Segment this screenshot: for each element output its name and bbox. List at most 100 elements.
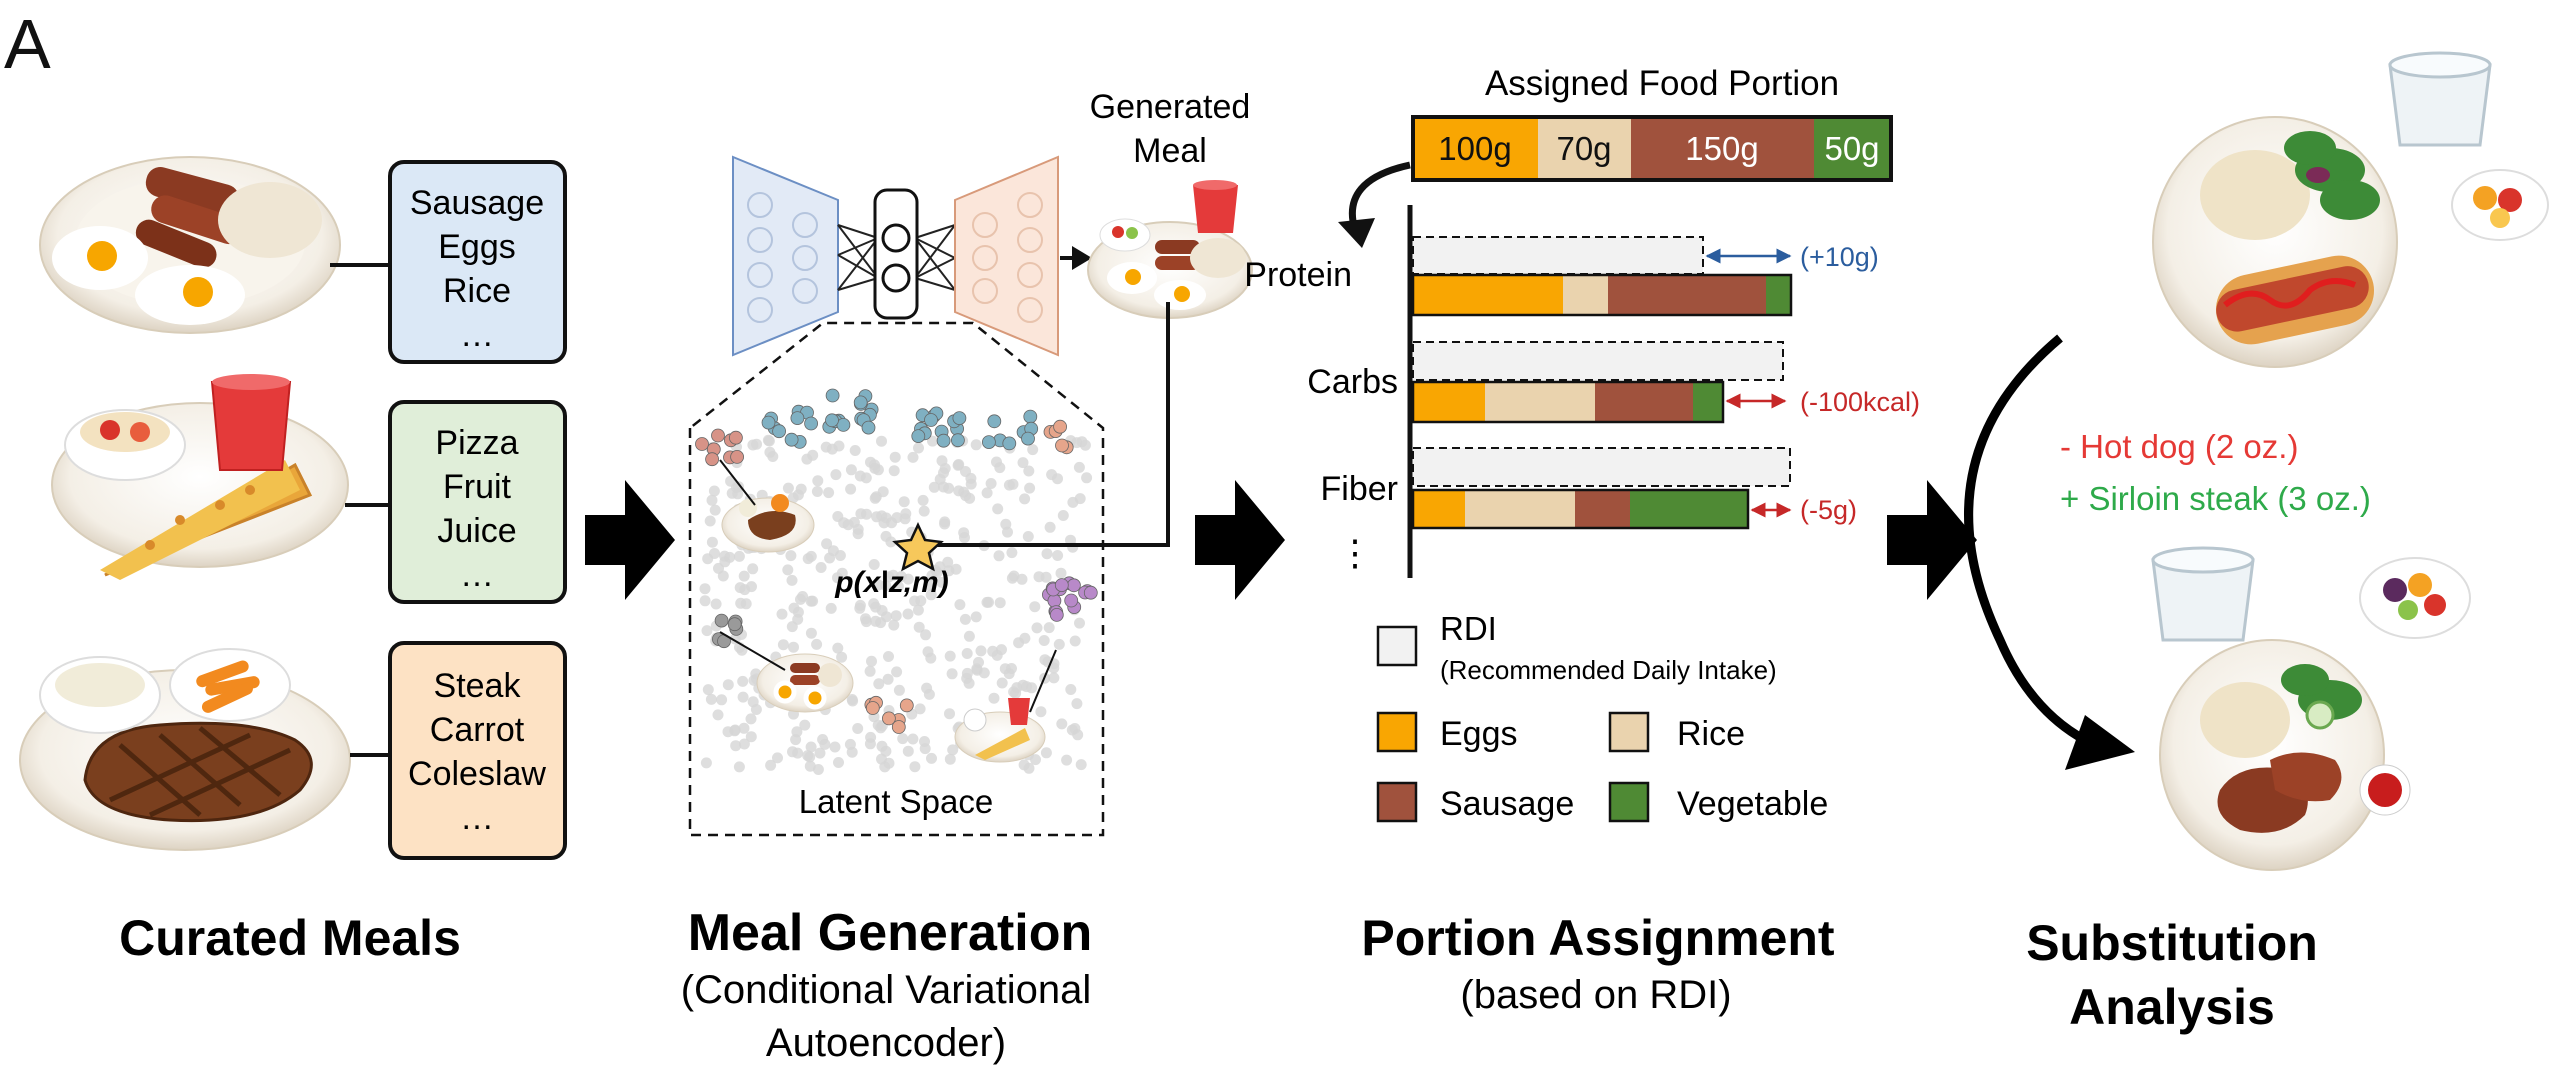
- latent-point: [876, 740, 888, 752]
- meal-generation-subtitle: (Conditional Variational: [681, 968, 1092, 1012]
- latent-point: [788, 602, 800, 614]
- legend-label: Rice: [1677, 715, 1745, 753]
- latent-point: [994, 597, 1006, 609]
- latent-space-label: Latent Space: [799, 783, 994, 820]
- legend-label: Sausage: [1440, 785, 1574, 823]
- stacked-bar-protein: [1411, 273, 1793, 317]
- latent-point: [1043, 622, 1055, 634]
- latent-cluster-point: [825, 413, 839, 428]
- latent-point: [907, 733, 919, 745]
- latent-cluster-point: [727, 617, 742, 632]
- latent-point: [844, 738, 856, 750]
- latent-point: [873, 678, 885, 690]
- hotdog-meal-photo: [2152, 51, 2549, 368]
- latent-cluster-point: [1067, 578, 1081, 593]
- latent-cluster-point: [825, 388, 840, 403]
- latent-point: [776, 608, 788, 620]
- latent-point: [1027, 444, 1039, 456]
- latent-point: [996, 677, 1008, 689]
- latent-point: [1002, 526, 1013, 538]
- latent-point: [1065, 684, 1077, 695]
- latent-point: [709, 504, 721, 516]
- latent-point: [836, 651, 848, 663]
- latent-point: [772, 752, 783, 764]
- meal-box-1: Sausage Eggs Rice …: [388, 160, 567, 364]
- legend-swatch-rice: [1608, 711, 1650, 753]
- latent-point: [942, 556, 954, 568]
- latent-cluster-point: [772, 424, 786, 439]
- latent-point: [961, 672, 973, 684]
- latent-point: [888, 619, 900, 631]
- latent-point: [1006, 547, 1018, 559]
- latent-point: [891, 666, 903, 678]
- latent-point: [829, 741, 841, 753]
- latent-point: [909, 761, 921, 773]
- latent-point: [970, 439, 982, 451]
- latent-point: [845, 483, 857, 495]
- latent-point: [764, 446, 776, 458]
- meal-item: Eggs: [438, 228, 516, 266]
- latent-point: [825, 602, 837, 614]
- latent-point: [1048, 662, 1060, 674]
- substitution-arrow: [2065, 715, 2135, 770]
- latent-cluster-point: [711, 428, 725, 443]
- flow-arrow-3: [1887, 480, 1977, 600]
- latent-point: [805, 741, 817, 753]
- latent-point: [887, 569, 899, 581]
- latent-bottleneck: [873, 188, 919, 320]
- latent-point: [946, 668, 958, 680]
- latent-point: [961, 648, 973, 659]
- latent-point: [1018, 759, 1030, 771]
- latent-point: [970, 611, 982, 623]
- latent-point: [787, 746, 798, 758]
- substitution-title: Substitution: [2026, 915, 2318, 971]
- latent-cluster-point: [714, 613, 729, 628]
- latent-point: [1044, 521, 1056, 533]
- latent-point: [925, 580, 936, 592]
- steak-meal-photo: [2151, 546, 2471, 871]
- latent-point: [811, 638, 823, 650]
- latent-point: [892, 581, 904, 592]
- latent-point: [699, 583, 711, 595]
- latent-point: [898, 496, 910, 508]
- latent-cluster-point: [951, 433, 965, 448]
- latent-point: [706, 494, 718, 506]
- latent-point: [1075, 759, 1087, 771]
- latent-point: [1033, 571, 1045, 583]
- substitution-title: Analysis: [2069, 979, 2275, 1035]
- latent-point: [745, 731, 757, 743]
- latent-point: [811, 486, 823, 497]
- meal-item: Steak: [434, 667, 522, 705]
- latent-point: [864, 665, 876, 677]
- latent-point: [804, 760, 816, 772]
- latent-point: [832, 642, 844, 654]
- latent-point: [889, 451, 901, 463]
- latent-point: [700, 757, 712, 769]
- latent-point: [996, 644, 1007, 656]
- latent-point: [819, 738, 831, 750]
- meal-generation-subtitle: Autoencoder): [766, 1021, 1006, 1065]
- latent-cluster-point: [1021, 431, 1035, 446]
- latent-point: [882, 673, 894, 685]
- latent-point: [733, 761, 745, 773]
- latent-point: [1079, 439, 1091, 451]
- panel-letter: A: [4, 5, 51, 83]
- latent-point: [920, 629, 932, 641]
- legend-rdi-full: (Recommended Daily Intake): [1440, 655, 1777, 685]
- latent-point: [1071, 698, 1083, 710]
- latent-cluster-point: [761, 415, 776, 430]
- latent-cluster-point: [804, 416, 818, 431]
- latent-point: [953, 459, 965, 470]
- latent-point: [909, 595, 921, 607]
- latent-point: [785, 550, 797, 562]
- latent-point: [925, 589, 937, 601]
- latent-cluster-point: [853, 395, 868, 410]
- latent-point: [978, 667, 990, 679]
- portion-label: 50g: [1824, 130, 1879, 167]
- latent-point: [737, 675, 749, 687]
- latent-point: [973, 656, 984, 668]
- latent-point: [726, 487, 738, 499]
- latent-point: [1069, 635, 1081, 647]
- latent-point: [786, 574, 798, 586]
